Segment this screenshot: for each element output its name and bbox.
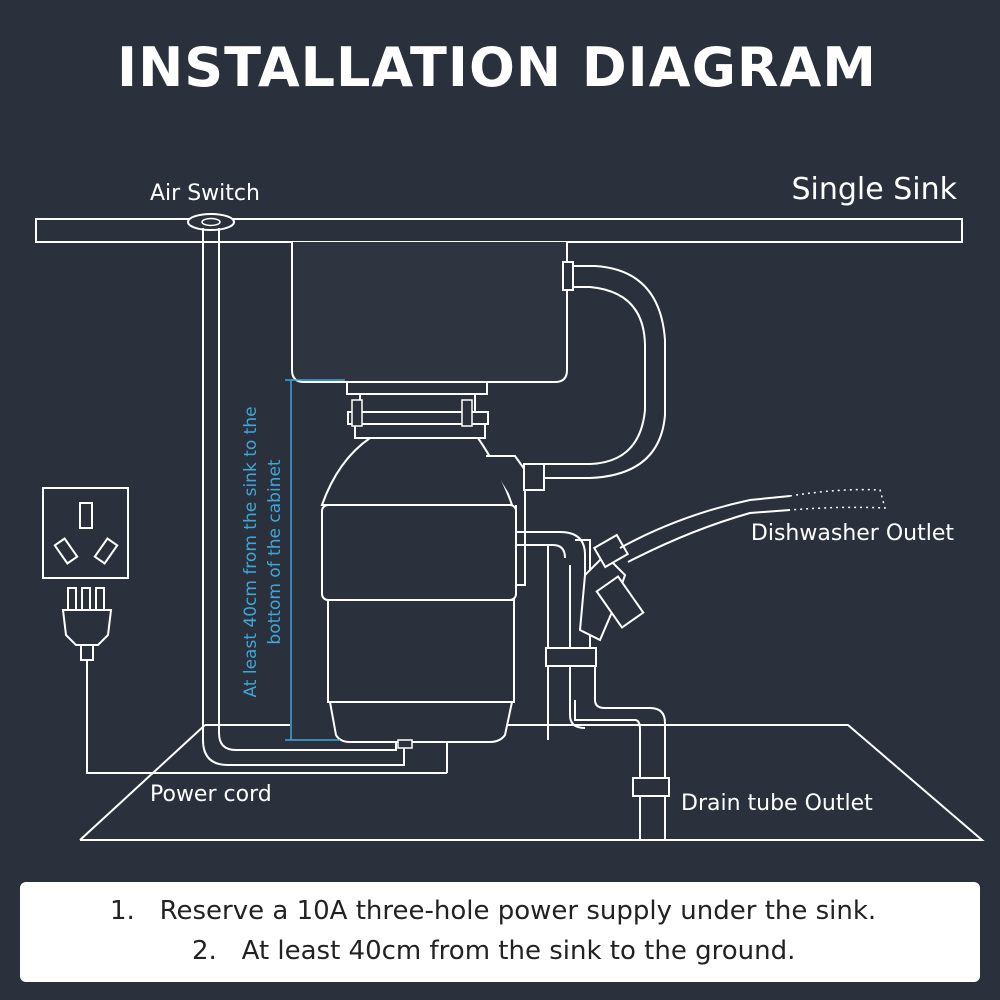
socket-hole-left	[53, 537, 79, 565]
air-switch-center	[201, 217, 221, 227]
single-sink-label: Single Sink	[791, 172, 957, 207]
air-switch-tube	[202, 228, 405, 766]
page-title: INSTALLATION DIAGRAM	[117, 36, 877, 99]
mounting-flange-top	[346, 381, 488, 395]
disposer-top	[320, 437, 514, 506]
dimension-label-line2: bottom of the cabinet	[265, 459, 285, 644]
plug-strain-relief	[80, 644, 94, 661]
discharge-elbow	[516, 531, 586, 575]
air-switch-button	[187, 213, 235, 231]
note-1: 1. Reserve a 10A three-hole power supply…	[110, 896, 876, 926]
cleanout-cap	[595, 575, 645, 629]
note-2-text: At least 40cm from the sink to the groun…	[241, 936, 796, 966]
plug-body	[61, 609, 113, 646]
dimension-label: At least 40cm from the sink to the botto…	[241, 406, 285, 697]
power-cord	[86, 660, 447, 774]
disposer-body	[321, 504, 517, 601]
plug-pin-center	[81, 587, 91, 611]
disposer-lower-body	[327, 599, 515, 703]
wall-socket	[42, 487, 129, 579]
notes-panel: 1. Reserve a 10A three-hole power supply…	[20, 882, 980, 982]
sink-basin	[291, 242, 568, 383]
overflow-connector	[562, 261, 574, 291]
drain-tube-outlet-label: Drain tube Outlet	[681, 791, 873, 816]
air-switch-label: Air Switch	[150, 181, 260, 206]
plug-pin-left	[67, 587, 77, 611]
overflow-hose	[545, 265, 666, 479]
drain-tailpiece	[547, 545, 586, 740]
mounting-screw-right	[461, 399, 473, 427]
countertop	[35, 218, 963, 243]
plug-pin-right	[95, 587, 105, 611]
dishwasher-branch-fitting	[592, 533, 630, 569]
overflow-inlet-fitting	[523, 463, 545, 491]
mounting-screw-left	[351, 399, 363, 427]
socket-hole-top	[79, 502, 93, 529]
dishwasher-hose	[619, 495, 791, 563]
note-2: 2. At least 40cm from the sink to the gr…	[192, 936, 795, 966]
note-1-number: 1.	[110, 896, 135, 926]
note-1-text: Reserve a 10A three-hole power supply un…	[159, 896, 877, 926]
dimension-label-line1: At least 40cm from the sink to the	[241, 406, 261, 697]
disposer-cord-port	[397, 739, 413, 749]
socket-hole-right	[93, 537, 119, 565]
drain-coupling	[545, 647, 597, 667]
power-cord-label: Power cord	[150, 782, 272, 807]
dishwasher-outlet-label: Dishwasher Outlet	[751, 521, 954, 546]
dishwasher-inlet	[486, 455, 526, 586]
drain-outlet-coupling	[632, 777, 670, 797]
disposer-base	[328, 701, 514, 743]
note-2-number: 2.	[192, 936, 217, 966]
dishwasher-hose-extension	[789, 488, 886, 511]
